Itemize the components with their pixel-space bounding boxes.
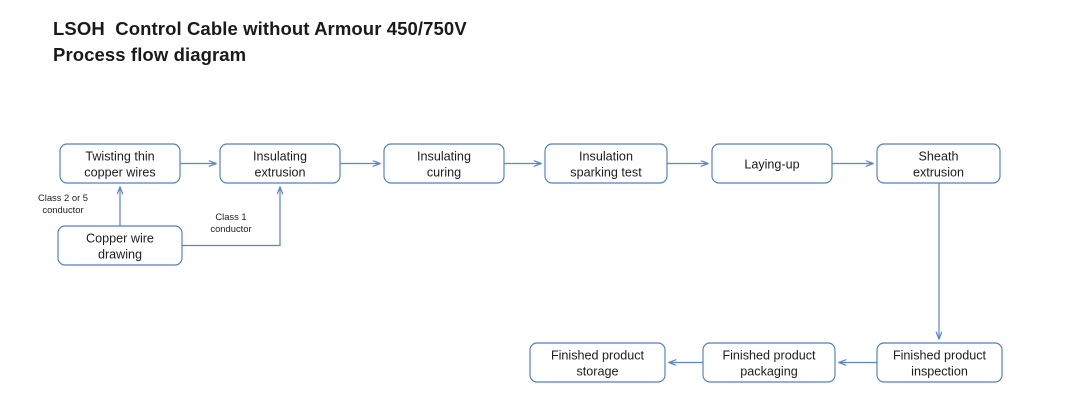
node-sheath-extrusion[interactable]: Sheath extrusion [876,143,1001,184]
node-label-line-2: storage [576,365,618,379]
title-line-2: Process flow diagram [53,44,247,66]
edge-label-class-1-conductor: Class 1 conductor [210,211,251,234]
node-box[interactable] [702,342,836,383]
node-laying-up[interactable]: Laying-up [711,143,833,184]
edge-label-line-2: conductor [42,204,83,215]
node-twisting-thin-copper-wires[interactable]: Twisting thin copper wires [59,143,181,184]
node-box[interactable] [544,143,668,184]
edge-label-line-2: conductor [210,223,251,234]
edge-label-class-2-or-5-conductor: Class 2 or 5 conductor [38,192,88,215]
node-insulation-sparking-test[interactable]: Insulation sparking test [544,143,668,184]
node-label-line-1: Twisting thin [85,150,154,164]
node-layer: Twisting thin copper wires Insulating ex… [57,143,1003,383]
node-label-line-1: Insulating [417,150,471,164]
node-label-line-2: extrusion [254,166,305,180]
edge-layer [120,164,939,363]
node-box[interactable] [383,143,505,184]
node-box[interactable] [59,143,181,184]
node-box[interactable] [529,342,666,383]
node-label-line-2: sparking test [570,166,642,180]
node-label-line-1: Insulation [579,150,633,164]
node-label-line-2: extrusion [913,166,964,180]
node-box[interactable] [219,143,341,184]
node-label-line-1: Finished product [722,349,816,363]
title-line-1: LSOH Control Cable without Armour 450/75… [53,18,467,39]
node-box[interactable] [57,225,183,266]
node-insulating-curing[interactable]: Insulating curing [383,143,505,184]
node-label-line-2: curing [427,166,461,180]
edge-copper-wire-drawing-to-insulating-extrusion [182,187,280,247]
page-title: LSOH Control Cable without Armour 450/75… [53,16,853,69]
node-label-line-1: Laying-up [744,158,799,172]
node-box[interactable] [876,143,1001,184]
node-label-line-1: Finished product [893,349,987,363]
node-label-line-1: Sheath [919,150,959,164]
edge-label-layer: Class 2 or 5 conductor Class 1 conductor [38,192,252,234]
node-label-line-2: packaging [740,365,797,379]
node-label-line-2: copper wires [84,166,155,180]
node-label-line-1: Insulating [253,150,307,164]
node-box[interactable] [711,143,833,184]
node-label-line-1: Finished product [551,349,645,363]
node-finished-product-storage[interactable]: Finished product storage [529,342,666,383]
edge-label-line-1: Class 2 or 5 [38,192,88,203]
node-label-line-1: Copper wire [86,232,154,246]
node-label-line-2: drawing [98,248,142,262]
node-insulating-extrusion[interactable]: Insulating extrusion [219,143,341,184]
node-label-line-2: inspection [911,365,968,379]
node-finished-product-packaging[interactable]: Finished product packaging [702,342,836,383]
node-box[interactable] [876,342,1003,383]
node-finished-product-inspection[interactable]: Finished product inspection [876,342,1003,383]
node-copper-wire-drawing[interactable]: Copper wire drawing [57,225,183,266]
edge-label-line-1: Class 1 [215,211,246,222]
